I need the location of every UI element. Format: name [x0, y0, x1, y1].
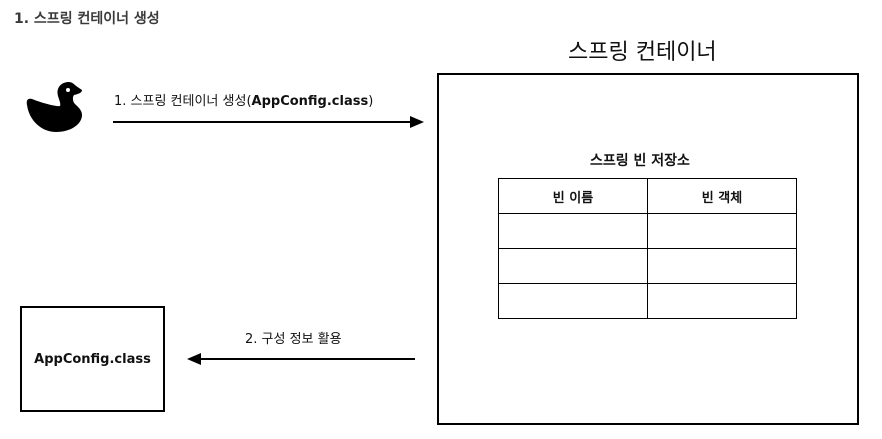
create-arrow-label-class: AppConfig.class [251, 94, 369, 109]
spring-container-box [437, 73, 859, 425]
bean-object-cell [647, 283, 797, 319]
create-arrow-label-prefix: 1. 스프링 컨테이너 생성( [114, 94, 252, 109]
spring-container-title: 스프링 컨테이너 [568, 40, 717, 65]
config-arrow [187, 353, 415, 365]
create-arrow [113, 116, 424, 128]
bean-name-cell [498, 283, 648, 319]
bean-name-cell [498, 213, 648, 249]
config-arrow-label: 2. 구성 정보 활용 [245, 332, 342, 347]
table-row [498, 213, 797, 249]
table-row [498, 283, 797, 319]
bean-object-header: 빈 객체 [647, 178, 797, 214]
bean-table: 빈 이름 빈 객체 [498, 178, 797, 319]
bean-repository-title: 스프링 빈 저장소 [590, 153, 690, 169]
appconfig-box [20, 306, 165, 412]
section-heading: 1. 스프링 컨테이너 생성 [14, 11, 160, 27]
bean-table-header: 빈 이름 빈 객체 [498, 178, 797, 214]
bean-object-cell [647, 248, 797, 284]
duck-icon [26, 82, 82, 132]
bean-object-cell [647, 213, 797, 249]
bean-name-cell [498, 248, 648, 284]
appconfig-box-label: AppConfig.class [34, 352, 151, 367]
table-row [498, 248, 797, 284]
create-arrow-label-suffix: ) [368, 94, 374, 109]
bean-name-header: 빈 이름 [498, 178, 648, 214]
create-arrow-label: 1. 스프링 컨테이너 생성(AppConfig.class) [114, 90, 373, 109]
